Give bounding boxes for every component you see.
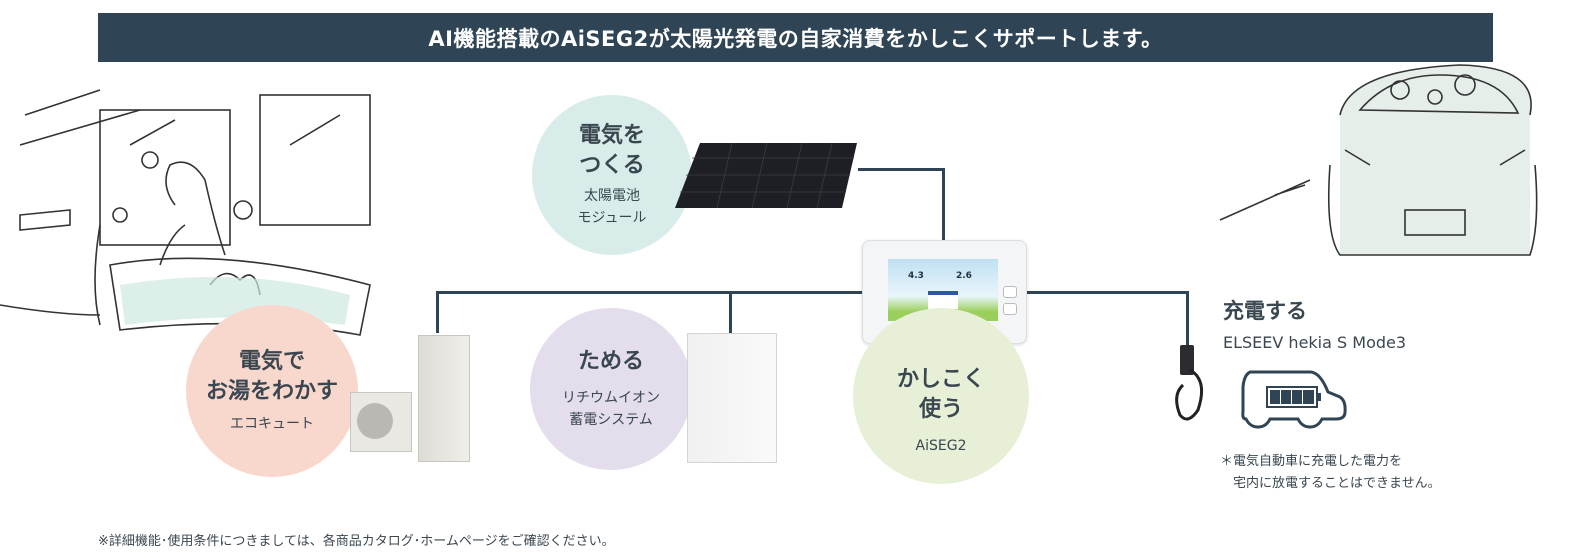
banner-title: AI機能搭載のAiSEG2が太陽光発電の自家消費をかしこくサポートします。 <box>428 26 1163 51</box>
connector-charger <box>1024 291 1189 294</box>
ecocute-node: 電気で お湯をわかす エコキュート <box>186 305 358 477</box>
battery-sub-1: リチウムイオン <box>562 390 660 406</box>
charger-title: 充電する <box>1223 299 1307 323</box>
ecocute-tank-image <box>418 335 470 462</box>
footer-note: ※詳細機能･使用条件につきましては、各商品カタログ･ホームページをご確認ください… <box>98 534 615 549</box>
aiseg-value-1: 4.3 <box>908 271 924 281</box>
aiseg-title-2: 使う <box>918 397 963 422</box>
aiseg-title-1: かしこく <box>896 367 985 392</box>
ev-battery-car-icon <box>1241 370 1347 429</box>
connector-battery <box>729 291 732 333</box>
solar-sub-2: モジュール <box>577 210 647 226</box>
car-illustration <box>1219 64 1538 256</box>
solar-sub-1: 太陽電池 <box>584 188 640 204</box>
solar-title-1: 電気を <box>578 123 645 148</box>
connector-charger-down <box>1186 291 1189 346</box>
bath-illustration <box>0 89 371 336</box>
connector-solar <box>858 168 945 171</box>
ecocute-title-1: 電気で <box>238 349 305 374</box>
battery-title-1: ためる <box>577 349 644 374</box>
aiseg-sub-1: AiSEG2 <box>915 438 967 454</box>
battery-sub-2: 蓄電システム <box>569 412 653 428</box>
charger-note-1: ＊電気自動車に充電した電力を <box>1220 454 1403 469</box>
connector-main <box>436 291 864 294</box>
ecocute-sub-1: エコキュート <box>230 416 314 432</box>
aiseg-value-2: 2.6 <box>956 271 972 281</box>
charger-product: ELSEEV hekia S Mode3 <box>1223 333 1407 352</box>
solar-node: 電気を つくる 太陽電池 モジュール <box>532 95 692 255</box>
solar-panel-image <box>675 142 857 209</box>
ecocute-title-2: お湯をわかす <box>205 379 338 404</box>
ecocute-heatpump-image <box>350 392 412 452</box>
connector-ecocute <box>436 291 439 333</box>
connector-solar-down <box>942 168 945 242</box>
header-banner: AI機能搭載のAiSEG2が太陽光発電の自家消費をかしこくサポートします。 <box>98 13 1493 62</box>
battery-image <box>687 333 777 463</box>
battery-node: ためる リチウムイオン 蓄電システム <box>530 308 692 470</box>
aiseg-node: かしこく 使う AiSEG2 <box>853 308 1029 484</box>
ev-charger-image <box>1175 345 1204 421</box>
solar-title-2: つくる <box>579 153 645 178</box>
charger-note-2: 宅内に放電することはできません。 <box>1220 476 1441 491</box>
